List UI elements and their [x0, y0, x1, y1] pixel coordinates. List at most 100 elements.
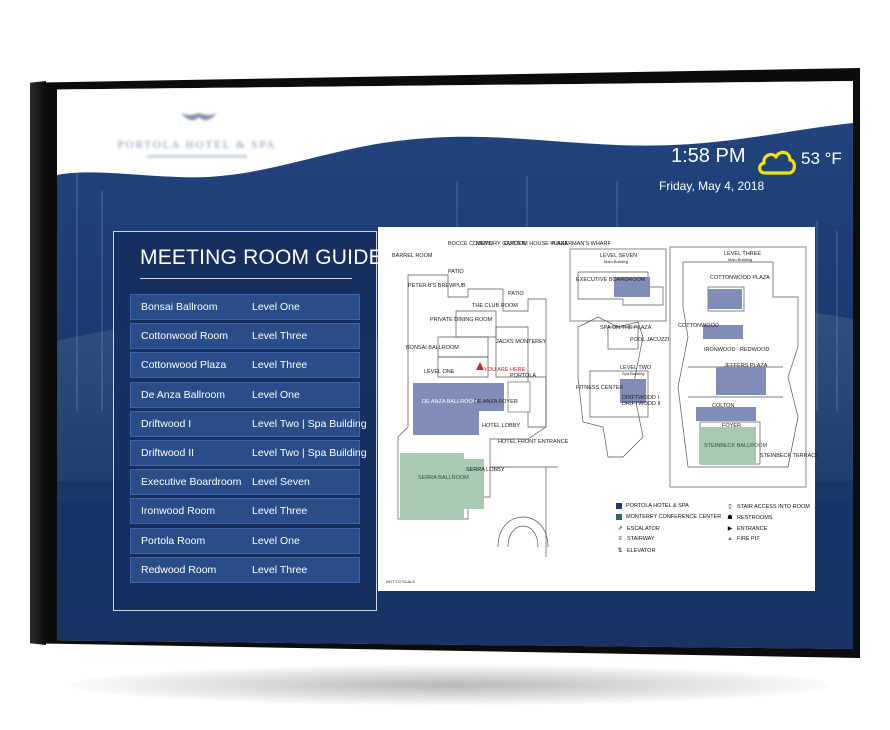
- map-label: DRIFTWOOD I: [622, 395, 659, 401]
- room-name: Cottonwood Room: [141, 330, 228, 343]
- logo-subtext: [147, 155, 247, 158]
- cloud-icon: [758, 150, 796, 175]
- map-label: STEINBECK BALLROOM: [704, 443, 768, 449]
- map-label: DE ANZA FOYER: [474, 399, 518, 405]
- stair-access-icon: ▯: [728, 504, 732, 510]
- room-name: Cottonwood Plaza: [141, 359, 227, 372]
- legend-label: RESTROOMS: [737, 514, 773, 521]
- legend-label: STAIRWAY: [627, 536, 655, 542]
- map-label: JEFFERS PLAZA: [724, 363, 768, 369]
- map-label: STEINBECK TERRACE: [760, 453, 819, 459]
- room-level: Level Two | Spa Building: [252, 446, 367, 459]
- room-row-driftwood-i[interactable]: Driftwood I Level Two | Spa Building: [130, 410, 367, 437]
- room-row-cottonwood-room[interactable]: Cottonwood Room Level Three: [130, 323, 360, 350]
- map-label: LEVEL SEVEN: [600, 253, 638, 259]
- map-label: REDWOOD: [740, 347, 770, 353]
- logo-bird-icon: [181, 113, 217, 121]
- room-name: Portola Room: [141, 534, 206, 547]
- legend-item-fire-pit: ▲ FIRE PIT: [726, 536, 760, 542]
- display-screen: PORTOLA HOTEL & SPA 1:58 PM 53 °F Friday…: [57, 81, 853, 649]
- map-label: CUSTOM HOUSE PLAZA: [504, 241, 568, 247]
- elevator-icon: ⇅: [617, 548, 623, 554]
- current-date: Friday, May 4, 2018: [659, 179, 765, 193]
- map-label: Spa Building: [622, 371, 645, 376]
- restroom-icon: ☗: [727, 515, 733, 521]
- monitor-bezel-edge: [30, 80, 46, 646]
- room-level: Level One: [252, 301, 300, 313]
- legend-item-restrooms: ☗ RESTROOMS: [726, 514, 773, 522]
- room-name: Driftwood II: [141, 446, 195, 459]
- serra-ballroom-shape[interactable]: [400, 453, 464, 519]
- map-label: Main Building: [728, 257, 753, 262]
- map-label: LEVEL TWO: [620, 365, 652, 371]
- map-label: DRIFTWOOD II: [622, 401, 661, 407]
- legend-item-stairway: ≡STAIRWAY: [616, 536, 655, 542]
- legend-item-portola: PORTOLA HOTEL & SPA: [616, 503, 689, 509]
- map-label: PORTOLA: [510, 373, 537, 379]
- map-label: PATIO: [448, 269, 464, 275]
- room-name: Executive Boardroom: [141, 476, 242, 489]
- room-name: Redwood Room: [141, 563, 217, 576]
- legend-item-stair-access: ▯ STAIR ACCESS INTO ROOM: [726, 503, 810, 511]
- map-label: PRIVATE DINING ROOM: [430, 317, 493, 323]
- legend-label: MONTEREY CONFERENCE CENTER: [626, 514, 722, 520]
- map-label: SPA ON THE PLAZA: [600, 325, 652, 331]
- map-label: THE CLUB ROOM: [472, 303, 518, 309]
- room-level: Level Three: [252, 563, 308, 576]
- map-label: FISHERMAN'S WHARF: [552, 241, 611, 247]
- guide-divider: [140, 278, 352, 279]
- map-label: BARREL ROOM: [392, 253, 433, 259]
- map-label: BONSAI BALLROOM: [406, 345, 459, 351]
- room-row-redwood-room[interactable]: Redwood Room Level Three: [130, 556, 360, 583]
- floor-plan-drawing: [397, 246, 807, 557]
- map-label: SERRA LOBBY: [466, 467, 505, 473]
- portola-swatch-icon: [616, 503, 622, 509]
- map-label: DE ANZA BALLROOM: [422, 399, 478, 405]
- map-label: FOYER: [722, 423, 741, 429]
- steinbeck-ballroom-shape[interactable]: [700, 427, 756, 465]
- room-row-driftwood-ii[interactable]: Driftwood II Level Two | Spa Building: [130, 439, 367, 466]
- room-level: Level Three: [252, 359, 308, 372]
- room-level: Level Two | Spa Building: [252, 417, 367, 430]
- map-label: COTTONWOOD PLAZA: [710, 275, 770, 281]
- room-name: Driftwood I: [141, 417, 192, 430]
- map-label: BOCCE COURTS: [448, 241, 493, 247]
- legend-label: PORTOLA HOTEL & SPA: [626, 503, 689, 509]
- map-label: MEMORY GARDEN: [476, 241, 526, 247]
- room-name: Ironwood Room: [141, 505, 216, 518]
- map-label: LEVEL THREE: [724, 251, 761, 257]
- map-label: COTTONWOOD: [678, 323, 719, 329]
- you-are-here-marker: [476, 362, 484, 370]
- map-label: LEVEL ONE: [424, 369, 455, 375]
- legend-label: ENTRANCE: [737, 525, 768, 532]
- executive-boardroom-shape[interactable]: [614, 277, 650, 297]
- map-label: POOL JACUZZI: [630, 337, 670, 343]
- map-label: NOT TO SCALE: [386, 579, 416, 584]
- map-label: JACKS MONTEREY: [496, 339, 547, 345]
- legend-label: STAIR ACCESS INTO ROOM: [737, 503, 810, 510]
- you-are-here-label: YOU ARE HERE: [484, 367, 526, 373]
- temperature: 53 °F: [801, 149, 842, 168]
- map-label: COLTON: [712, 403, 735, 409]
- fire-pit-icon: ▲: [727, 536, 733, 542]
- cottonwood-plaza-shape[interactable]: [708, 289, 742, 309]
- jeffers-plaza-shape[interactable]: [716, 367, 766, 395]
- room-name: De Anza Ballroom: [141, 388, 226, 401]
- de-anza-ballroom-shape[interactable]: [413, 383, 479, 435]
- legend-label: FIRE PIT: [737, 536, 760, 542]
- logo-text: PORTOLA HOTEL & SPA: [117, 139, 277, 151]
- room-row-cottonwood-plaza[interactable]: Cottonwood Plaza Level Three: [130, 352, 360, 379]
- map-label: PETER B'S BREWPUB: [408, 283, 466, 289]
- guide-title: MEETING ROOM GUIDE: [140, 246, 383, 269]
- room-level: Level One: [252, 388, 300, 401]
- room-row-de-anza-ballroom[interactable]: De Anza Ballroom Level One: [130, 381, 360, 408]
- driftwood-shape[interactable]: [620, 379, 646, 403]
- monterey-swatch-icon: [616, 514, 622, 520]
- room-level: Level Three: [252, 330, 308, 343]
